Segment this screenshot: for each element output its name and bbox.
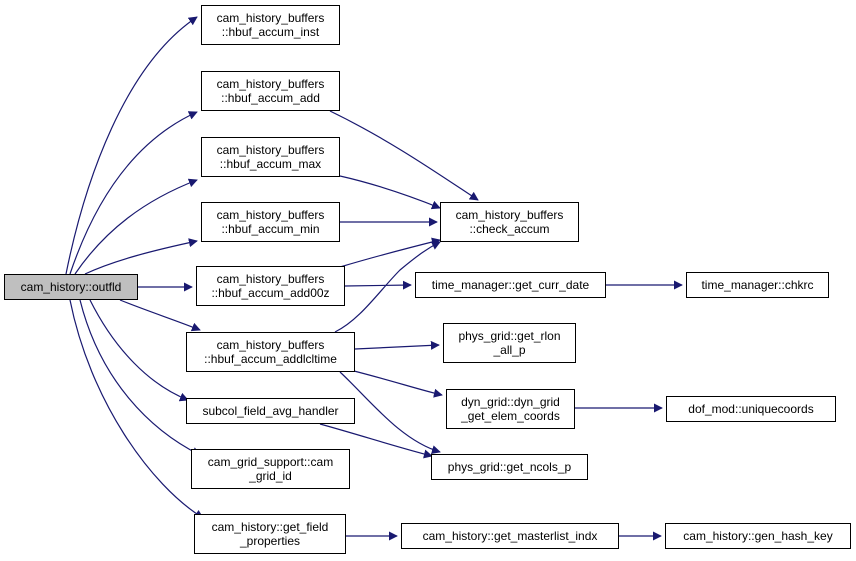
node-subcol-field-avg-handler[interactable]: subcol_field_avg_handler: [186, 398, 355, 424]
node-get-field-properties[interactable]: cam_history::get_field_properties: [194, 514, 346, 554]
edge-hbuf-accum-add00z-to-check-accum: [339, 237, 441, 268]
node-uniquecoords[interactable]: dof_mod::uniquecoords: [666, 396, 836, 422]
node-get-ncols-p[interactable]: phys_grid::get_ncols_p: [431, 454, 588, 480]
edge-outfld-to-hbuf-accum-inst: [65, 16, 198, 275]
node-hbuf-accum-inst[interactable]: cam_history_buffers::hbuf_accum_inst: [201, 5, 340, 45]
edge-hbuf-accum-max-to-check-accum: [339, 175, 441, 210]
edge-hbuf-accum-add-to-check-accum: [329, 110, 479, 201]
edge-outfld-to-hbuf-accum-max: [74, 178, 198, 275]
node-gen-hash-key[interactable]: cam_history::gen_hash_key: [665, 523, 851, 549]
node-check-accum[interactable]: cam_history_buffers::check_accum: [440, 202, 579, 242]
edge-hbuf-accum-add00z-to-get-curr-date: [344, 280, 412, 290]
node-get-curr-date[interactable]: time_manager::get_curr_date: [415, 272, 606, 298]
edge-hbuf-accum-addlcltime-to-get-rlon-all-p: [354, 340, 440, 350]
edge-outfld-to-hbuf-accum-add: [69, 111, 198, 275]
node-cam-grid-id[interactable]: cam_grid_support::cam_grid_id: [191, 449, 350, 489]
edge-outfld-to-hbuf-accum-min: [84, 238, 198, 275]
edge-subcol-field-avg-handler-to-get-ncols-p: [319, 423, 433, 459]
node-hbuf-accum-min[interactable]: cam_history_buffers::hbuf_accum_min: [201, 202, 340, 242]
node-hbuf-accum-add00z[interactable]: cam_history_buffers::hbuf_accum_add00z: [196, 266, 345, 306]
edge-hbuf-accum-addlcltime-to-get-elem-coords: [349, 369, 443, 398]
edge-outfld-to-hbuf-accum-addlcltime: [119, 299, 201, 332]
edge-outfld-to-subcol-field-avg-handler: [89, 299, 189, 402]
edge-hbuf-accum-addlcltime-to-get-ncols-p: [339, 371, 441, 454]
edge-outfld-to-get-field-properties: [69, 299, 204, 519]
node-get-masterlist-indx[interactable]: cam_history::get_masterlist_indx: [401, 523, 619, 549]
node-get-rlon-all-p[interactable]: phys_grid::get_rlon_all_p: [443, 323, 576, 363]
node-hbuf-accum-max[interactable]: cam_history_buffers::hbuf_accum_max: [201, 137, 340, 177]
node-hbuf-accum-addlcltime[interactable]: cam_history_buffers::hbuf_accum_addlclti…: [186, 332, 355, 372]
node-outfld: cam_history::outfld: [4, 274, 138, 300]
node-chkrc[interactable]: time_manager::chkrc: [686, 272, 829, 298]
node-get-elem-coords[interactable]: dyn_grid::dyn_grid_get_elem_coords: [446, 389, 575, 429]
edge-hbuf-accum-addlcltime-to-check-accum: [334, 241, 441, 333]
node-hbuf-accum-add[interactable]: cam_history_buffers::hbuf_accum_add: [201, 71, 340, 111]
edge-outfld-to-cam-grid-id: [79, 299, 201, 456]
